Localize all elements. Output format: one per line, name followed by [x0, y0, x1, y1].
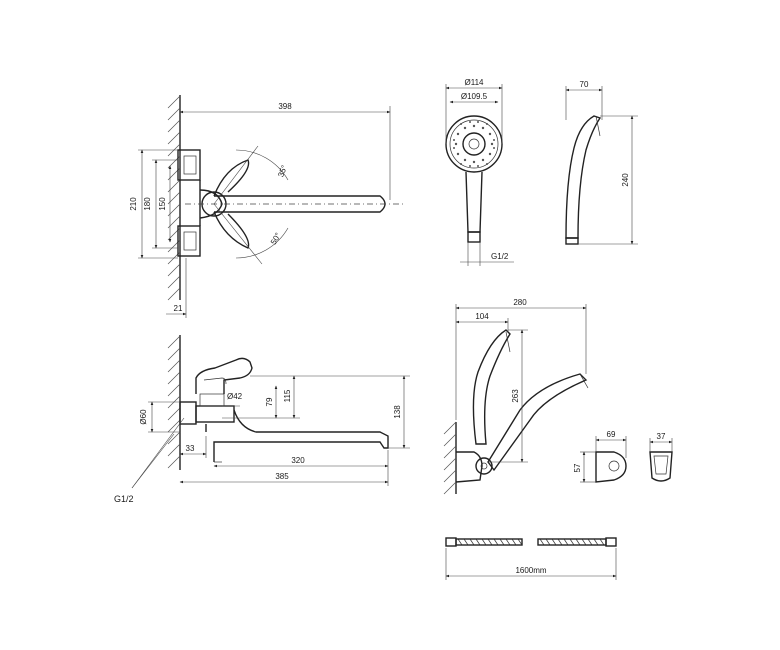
d114-label: Ø114 [465, 78, 485, 87]
length-398-label: 398 [278, 102, 292, 111]
shower-head-front: Ø114 Ø109.5 G1/2 [445, 78, 514, 266]
g12-pipe-label: G1/2 [114, 494, 134, 504]
h210-label: 210 [129, 197, 138, 211]
l385-label: 385 [275, 472, 289, 481]
h57-label: 57 [573, 463, 582, 472]
holder-detail-front: 37 [649, 432, 673, 482]
holder-detail-side: 69 57 [573, 430, 627, 483]
d21-label: 21 [174, 304, 183, 313]
h180-label: 180 [143, 197, 152, 211]
w69-label: 69 [607, 430, 616, 439]
w37-label: 37 [657, 432, 666, 441]
g12-head-label: G1/2 [491, 252, 509, 261]
faucet-top-view: 35° 50° 398 210 180 150 21 [129, 95, 405, 318]
w70-label: 70 [580, 80, 589, 89]
d42-label: Ø42 [227, 392, 243, 401]
h138-label: 138 [393, 405, 402, 419]
spray-nozzles [453, 121, 495, 167]
w280-label: 280 [513, 298, 527, 307]
faucet-side-view: 138 115 79 Ø42 Ø60 33 320 385 G1/2 [114, 335, 410, 504]
d109-label: Ø109.5 [461, 92, 488, 101]
shower-head-side: 70 240 [565, 80, 638, 245]
d60-label: Ø60 [139, 409, 148, 425]
h240-label: 240 [621, 173, 630, 187]
l320-label: 320 [291, 456, 305, 465]
wall-hatch-holder [443, 421, 457, 495]
h115-label: 115 [283, 389, 292, 402]
h150-label: 150 [158, 197, 167, 211]
angle-down-label: 50° [269, 231, 283, 246]
shower-holder-assembly: 280 104 263 [443, 298, 589, 495]
d33-label: 33 [186, 444, 195, 453]
wall-hatch-side [167, 335, 181, 469]
hose-length-label: 1600mm [515, 566, 546, 575]
w104-label: 104 [475, 312, 489, 321]
h263-label: 263 [511, 389, 520, 403]
h79-label: 79 [265, 397, 274, 406]
angle-up-label: 35° [276, 164, 289, 178]
shower-hose: 1600mm [445, 537, 617, 580]
